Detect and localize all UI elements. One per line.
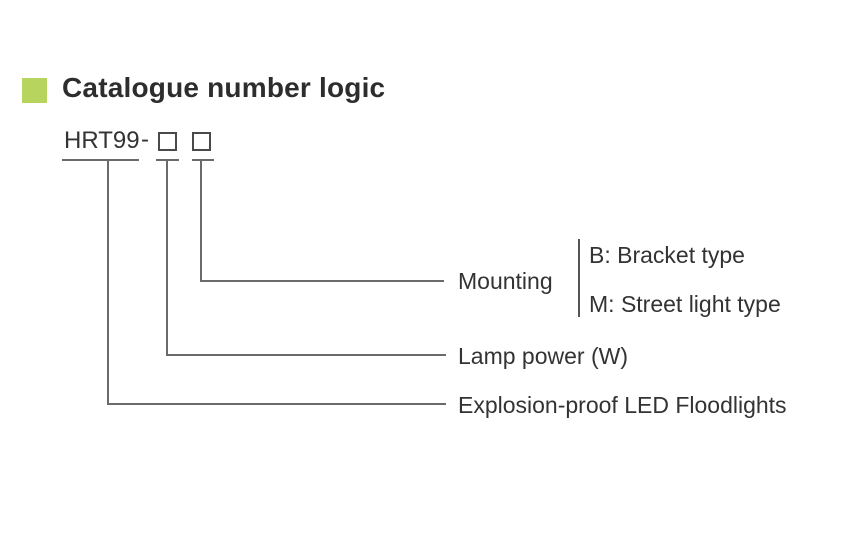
mounting-option-street-light: M: Street light type (589, 291, 781, 317)
section-bullet-icon (22, 78, 47, 103)
mounting-option-bracket: B: Bracket type (589, 242, 745, 268)
code-prefix: HRT99 (64, 127, 140, 154)
mounting-options-divider (578, 239, 580, 317)
mounting-label: Mounting (458, 268, 553, 294)
page-title: Catalogue number logic (62, 72, 386, 103)
connector-mounting-horizontal (200, 280, 444, 282)
code-placeholder-box-2 (192, 132, 211, 151)
connector-mounting-vertical (200, 159, 202, 282)
connector-lamp-power-horizontal (166, 354, 446, 356)
connector-product-vertical (107, 159, 109, 405)
product-name-label: Explosion-proof LED Floodlights (458, 392, 787, 418)
code-separator: - (141, 126, 149, 153)
connector-product-horizontal (107, 403, 446, 405)
code-placeholder-box-1 (158, 132, 177, 151)
underline-box-2 (192, 159, 214, 161)
lamp-power-label: Lamp power (W) (458, 343, 628, 369)
underline-prefix (62, 159, 139, 161)
connector-lamp-power-vertical (166, 159, 168, 356)
